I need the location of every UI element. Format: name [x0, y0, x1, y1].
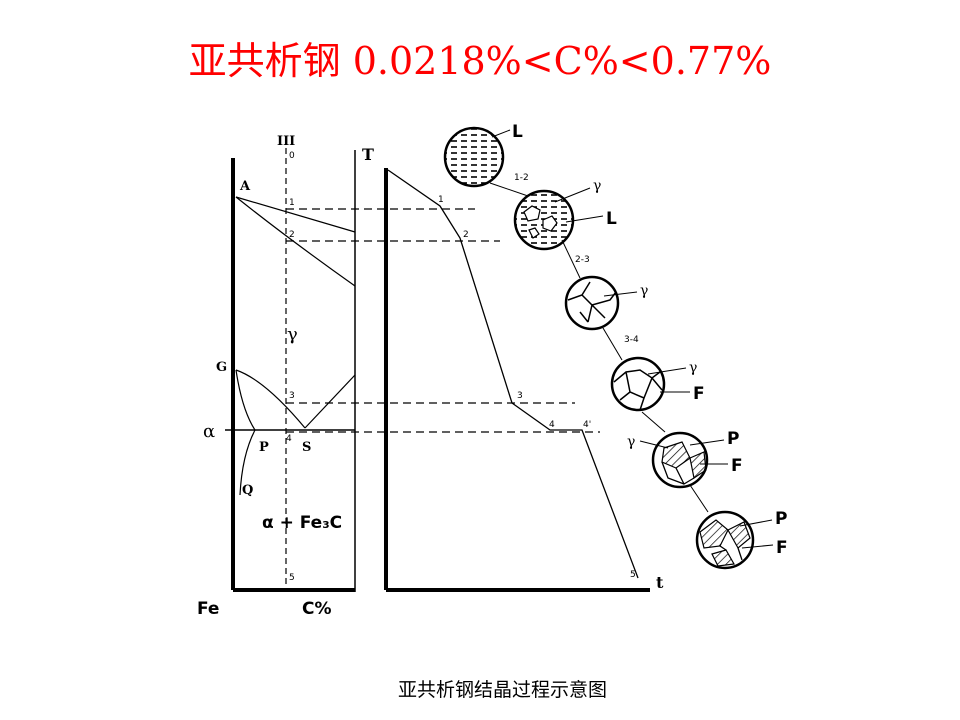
- cooling-tick-3: 3: [517, 391, 523, 401]
- micro-pearlite-forming: γ P F: [627, 429, 743, 489]
- gs-line: [235, 369, 306, 429]
- cooling-tick-2: 2: [463, 230, 469, 240]
- liquid-pointer: [491, 129, 511, 138]
- page-title: 亚共析钢 0.0218%<C%<0.77%: [188, 39, 772, 83]
- pearlite-pointer-5: [689, 439, 725, 446]
- micro-liquid-gamma: γ L: [513, 178, 617, 251]
- pearlite-colony-6c: [711, 549, 735, 567]
- pq-line: [239, 429, 256, 496]
- connector-lines: [286, 208, 600, 433]
- liquidus-line: [235, 196, 356, 233]
- cooling-tick-4prime: 4': [583, 420, 591, 430]
- phase-tick-0: 0: [289, 151, 295, 161]
- sequence-link-3: [602, 327, 623, 361]
- sequence-link-4: [641, 411, 666, 433]
- phase-tick-5: 5: [289, 573, 295, 583]
- ferrite-boundary-5: [661, 461, 695, 485]
- gamma-crystal-2: [542, 215, 558, 232]
- gamma-circle: [564, 275, 620, 331]
- cooling-tick-5: 5: [630, 570, 636, 580]
- point-S-label: S: [302, 440, 311, 455]
- ferrite-pointer-6: [741, 544, 774, 549]
- gamma-ferrite-circle: [610, 356, 666, 412]
- ferrite-boundary-6: [719, 545, 743, 561]
- point-Q-label: Q: [242, 483, 253, 498]
- pearlite-P-label-6: P: [775, 509, 787, 529]
- phase-tick-3: 3: [289, 391, 295, 401]
- gamma-pointer-2: [554, 187, 591, 203]
- cooling-curve-line: [387, 169, 639, 579]
- gamma-crystal-1: [523, 205, 541, 222]
- c-percent-label: C%: [302, 599, 332, 619]
- ferrite-F-label-4: F: [693, 384, 705, 404]
- phase-tick-1: 1: [289, 198, 295, 208]
- gamma-grain-boundaries: [567, 281, 617, 323]
- cooling-tick-1: 1: [438, 195, 444, 205]
- alpha-label: α: [203, 421, 215, 442]
- diagram-caption: 亚共析钢结晶过程示意图: [398, 679, 608, 701]
- gamma-label-2: γ: [593, 178, 601, 194]
- liquid-L-label: L: [512, 122, 523, 142]
- gamma-pointer-3: [603, 291, 638, 297]
- micro-pearlite-ferrite: P F: [695, 509, 788, 570]
- gamma-label-3: γ: [640, 283, 648, 299]
- pearlite-colony-6a: [699, 519, 729, 549]
- gamma-label-5: γ: [627, 434, 635, 450]
- pearlite-colony-5a: [661, 441, 691, 469]
- gamma-label-4: γ: [689, 360, 697, 376]
- micro-liquid: L: [443, 122, 523, 188]
- stage-label-2-3: 2-3: [575, 255, 590, 265]
- liquid-pointer-2: [565, 215, 604, 223]
- micro-gamma-ferrite: γ F: [610, 356, 705, 412]
- cooling-tick-4: 4: [549, 420, 555, 430]
- pearlite-colony-6b: [727, 521, 751, 549]
- point-G-label: G: [216, 360, 227, 375]
- composition-line-label: III: [277, 134, 295, 149]
- gp-line: [235, 369, 256, 431]
- time-axis-label: t: [656, 573, 664, 592]
- pearlite-pointer-6: [739, 519, 773, 527]
- pearlite-colony-5b: [689, 451, 707, 479]
- microstructure-sequence: 1-2 2-3 3-4 L γ L γ: [443, 122, 788, 570]
- phase-region-label: α + Fe₃C: [262, 513, 342, 533]
- phase-tick-4: 4: [286, 434, 292, 444]
- gamma-pointer-5: [639, 440, 669, 449]
- ferrite-grain-boundaries: [613, 369, 663, 411]
- pearlite-P-label-5: P: [727, 429, 739, 449]
- point-P-label: P: [259, 440, 269, 455]
- phase-diagram: A G P S Q α γ α + Fe₃C III Fe C% 0 1 2 3…: [197, 134, 356, 619]
- sequence-link-1: [489, 182, 529, 197]
- sequence-link-2: [561, 239, 581, 279]
- ferrite-F-label-5: F: [731, 456, 743, 476]
- cooling-curve: T t 1 2 3 4 4' 5: [362, 145, 664, 592]
- sequence-link-5: [689, 484, 709, 513]
- point-A-label: A: [239, 179, 251, 194]
- gamma-crystal-3: [528, 227, 540, 239]
- solidus-line: [235, 196, 356, 287]
- stage-label-3-4: 3-4: [624, 335, 639, 345]
- gamma-label: γ: [287, 324, 298, 345]
- stage-label-1-2: 1-2: [514, 173, 529, 183]
- es-line: [304, 374, 356, 429]
- liquid-L-label-2: L: [606, 209, 617, 229]
- temperature-axis-label: T: [362, 145, 374, 164]
- gamma-pointer-4: [647, 367, 687, 375]
- phase-tick-2: 2: [289, 230, 295, 240]
- liquid-circle: [443, 126, 505, 188]
- ferrite-F-label-6: F: [776, 538, 788, 558]
- micro-gamma: γ: [564, 275, 648, 331]
- fe-label: Fe: [197, 599, 219, 619]
